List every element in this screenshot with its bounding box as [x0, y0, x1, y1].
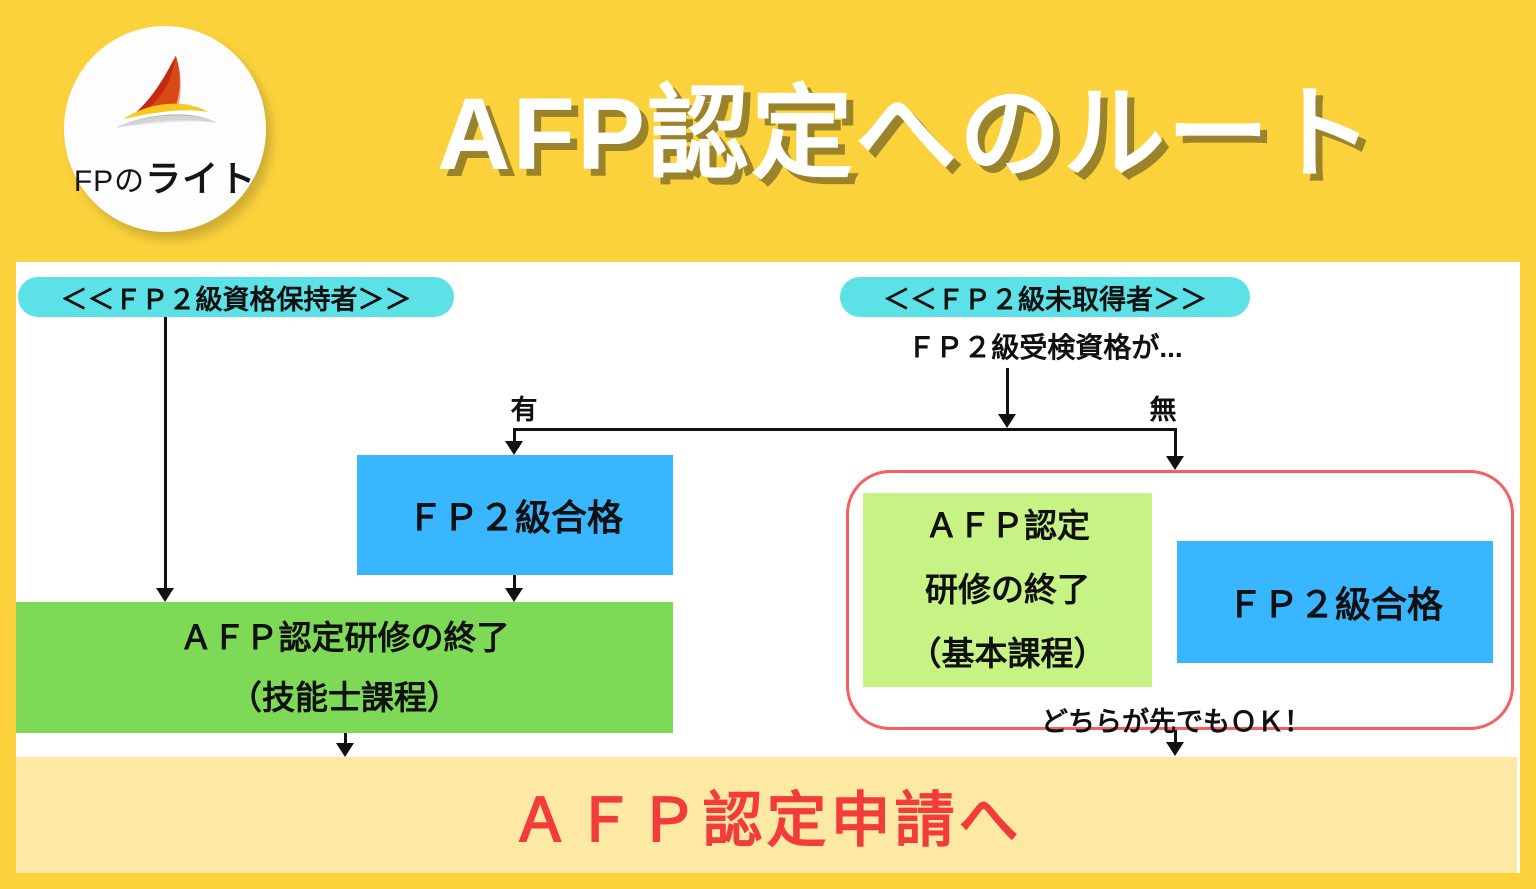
- box-fp2-pass-left: ＦＰ２級合格: [357, 455, 673, 575]
- final-step-label: ＡＦＰ認定申請へ: [510, 786, 1023, 854]
- badge-fp2-non-holder: ＜＜ＦＰ２級未取得者＞＞: [840, 277, 1250, 317]
- flowchart-panel: ＜＜ＦＰ２級資格保持者＞＞ ＜＜ＦＰ２級未取得者＞＞ ＦＰ２級受検資格が... …: [16, 262, 1520, 873]
- arrowhead-blue-to-green: [505, 588, 523, 602]
- connector-split-line: [513, 428, 1177, 431]
- brand-logo-text: FPのライト: [74, 150, 256, 202]
- logo-text-main: ライト: [145, 158, 257, 199]
- label-no-eligibility: 無: [1149, 395, 1177, 425]
- connector-left-branch-line: [164, 317, 167, 588]
- label-has-eligibility: 有: [510, 395, 538, 425]
- fp-light-swoosh-icon: [115, 55, 217, 128]
- page-title: AFP認定へのルート: [437, 77, 1375, 191]
- training-kihon-line1: ＡＦＰ認定: [925, 507, 1090, 544]
- connector-blue-to-green: [513, 575, 516, 589]
- connector-question-line: [1006, 368, 1009, 414]
- arrowhead-question: [998, 414, 1016, 428]
- logo-text-prefix: FPの: [73, 165, 146, 198]
- box-fp2-pass-right: ＦＰ２級合格: [1177, 541, 1493, 663]
- badge-fp2-holder: ＜＜ＦＰ２級資格保持者＞＞: [18, 277, 454, 317]
- arrowhead-none: [1166, 456, 1184, 470]
- arrowhead-has: [505, 441, 523, 455]
- arrowhead-green-to-final: [336, 743, 354, 757]
- exam-eligibility-question: ＦＰ２級受検資格が...: [907, 332, 1183, 363]
- connector-green-to-final: [344, 733, 347, 744]
- training-kihon-line2: 研修の終了: [925, 571, 1090, 608]
- training-kihon-line3: （基本課程）: [908, 635, 1107, 672]
- training-ginoshi-line2: （技能士課程）: [229, 678, 460, 716]
- arrowhead-frame-to-final: [1166, 742, 1184, 756]
- box-afp-training-ginoshi: ＡＦＰ認定研修の終了 （技能士課程）: [16, 602, 673, 733]
- training-ginoshi-line1: ＡＦＰ認定研修の終了: [179, 618, 510, 656]
- connector-frame-to-final: [1174, 730, 1177, 742]
- arrowhead-left-branch: [156, 588, 174, 602]
- brand-logo-badge: FPのライト: [64, 26, 266, 232]
- box-afp-training-kihon: ＡＦＰ認定 研修の終了 （基本課程）: [863, 493, 1152, 687]
- connector-none-line: [1174, 428, 1177, 456]
- final-step-box: ＡＦＰ認定申請へ: [16, 757, 1517, 873]
- connector-has-line: [513, 428, 516, 442]
